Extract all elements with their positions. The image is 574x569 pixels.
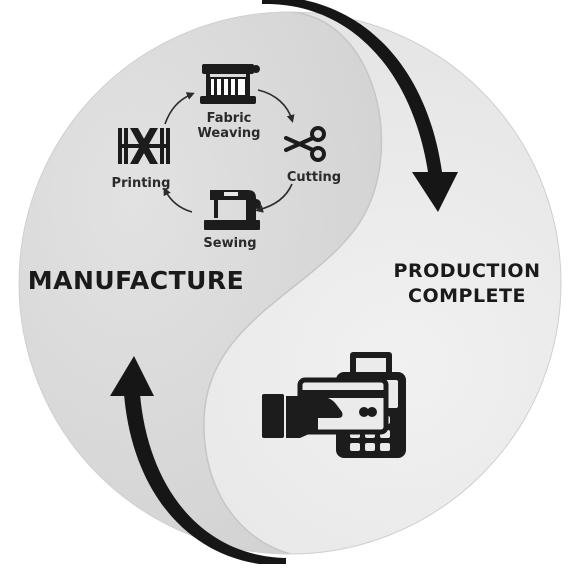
card-payment-terminal-icon [262, 352, 406, 458]
disc-outline [18, 11, 562, 555]
arrow-to-manufacture [110, 356, 286, 566]
production-complete-line2: COMPLETE [408, 285, 526, 307]
arrow-to-production-complete [262, 0, 458, 212]
print-pattern-icon [118, 128, 170, 164]
sewing-machine-icon [204, 190, 261, 230]
step-sewing-label: Sewing [203, 236, 257, 251]
production-complete-line1: PRODUCTION [393, 260, 541, 282]
step-fabric-weaving-line1: Fabric [206, 111, 252, 126]
loom-icon [200, 64, 260, 104]
step-fabric-weaving-label: Fabric Weaving [186, 111, 272, 141]
step-printing-label: Printing [111, 176, 171, 191]
left-half [19, 12, 382, 554]
step-fabric-weaving-line2: Weaving [197, 126, 261, 141]
step-cutting-label: Cutting [286, 170, 342, 185]
manufacture-cycle-arrows [163, 89, 295, 213]
production-complete-label: PRODUCTION COMPLETE [372, 259, 562, 309]
scissors-icon [284, 126, 326, 162]
manufacture-label: MANUFACTURE [27, 266, 245, 295]
half-divider [203, 12, 383, 554]
